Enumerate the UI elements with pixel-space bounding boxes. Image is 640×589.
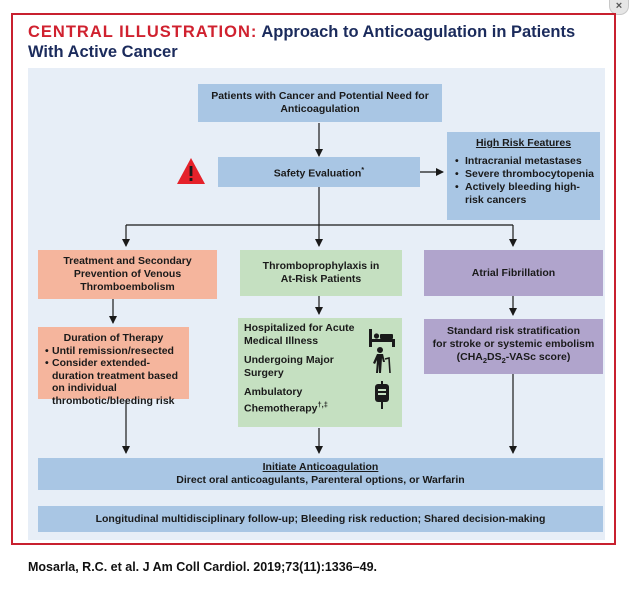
- title-lead: CENTRAL ILLUSTRATION:: [28, 23, 258, 41]
- at-risk-label: Hospitalized for Acute Medical Illness: [244, 322, 355, 347]
- initiate-options: Direct oral anticoagulants, Parenteral o…: [176, 474, 465, 486]
- close-button[interactable]: ×: [609, 0, 629, 15]
- score-part: DS: [487, 351, 502, 364]
- atrial-fibrillation-box: Atrial Fibrillation: [424, 250, 603, 296]
- at-risk-item-chemotherapy: Ambulatory Chemotherapy†,‡: [244, 381, 396, 415]
- safety-evaluation-label: Safety Evaluation*: [274, 163, 364, 181]
- high-risk-features-box: High Risk Features Intracranial metastas…: [447, 132, 600, 220]
- illustration-frame: [11, 13, 616, 545]
- vte-box: Treatment and Secondary Prevention of Ve…: [38, 250, 217, 299]
- followup-text: Longitudinal multidisciplinary follow-up…: [95, 512, 546, 525]
- chemo-footnote-mark: †,‡: [317, 399, 328, 409]
- at-risk-item-surgery: Undergoing Major Surgery: [244, 347, 396, 379]
- duration-title: Duration of Therapy: [63, 332, 164, 344]
- safety-evaluation-box: Safety Evaluation*: [218, 157, 420, 187]
- safety-footnote-mark: *: [361, 165, 365, 175]
- followup-box: Longitudinal multidisciplinary follow-up…: [38, 506, 603, 532]
- at-risk-patients-box: Hospitalized for Acute Medical Illness U…: [238, 318, 402, 427]
- strat-line1: Standard risk stratification: [446, 325, 581, 338]
- atrial-fibrillation-label: Atrial Fibrillation: [471, 266, 556, 279]
- vte-label: Treatment and Secondary Prevention of Ve…: [63, 255, 192, 293]
- strat-line2: for stroke or systemic embolism: [432, 338, 595, 351]
- high-risk-list: Intracranial metastases Severe thrombocy…: [453, 155, 594, 207]
- duration-of-therapy-box: Duration of Therapy Until remission/rese…: [38, 327, 189, 407]
- duration-item: Consider extended-duration treatment bas…: [45, 357, 183, 407]
- warning-icon: [177, 158, 205, 184]
- elderly-person-cane-icon: [373, 347, 391, 374]
- page-title: CENTRAL ILLUSTRATION: Approach to Antico…: [28, 22, 603, 62]
- risk-stratification-text: Standard risk stratification for stroke …: [433, 325, 595, 367]
- score-sub: 2: [482, 356, 488, 366]
- initiate-title: Initiate Anticoagulation: [262, 461, 379, 473]
- safety-label-text: Safety Evaluation: [273, 167, 362, 180]
- patients-box: Patients with Cancer and Potential Need …: [198, 84, 442, 122]
- high-risk-item: Severe thrombocytopenia: [455, 168, 594, 181]
- initiate-anticoagulation-box: Initiate Anticoagulation Direct oral ant…: [38, 458, 603, 490]
- citation: Mosarla, R.C. et al. J Am Coll Cardiol. …: [28, 560, 377, 574]
- at-risk-item-hospitalized: Hospitalized for Acute Medical Illness: [244, 322, 396, 347]
- score-sub: 2: [501, 356, 506, 366]
- score-part: -VASc score): [505, 351, 571, 364]
- iv-bag-icon: [375, 381, 389, 409]
- high-risk-item: Intracranial metastases: [455, 155, 594, 168]
- title-text: Approach to Anticoagulation in Patients …: [28, 23, 576, 61]
- risk-stratification-box: Standard risk stratification for stroke …: [424, 319, 603, 374]
- cha2ds2-vasc-score: (CHA2DS2-VASc score): [456, 351, 571, 366]
- high-risk-title: High Risk Features: [475, 137, 572, 149]
- score-part: (CHA: [456, 351, 483, 364]
- thromboprophylaxis-box: Thromboprophylaxis in At-Risk Patients: [240, 250, 402, 296]
- duration-item: Until remission/resected: [45, 345, 183, 358]
- thromboprophylaxis-label: Thromboprophylaxis in At-Risk Patients: [262, 260, 380, 285]
- patients-box-label: Patients with Cancer and Potential Need …: [211, 90, 429, 115]
- hospital-bed-icon: [369, 329, 395, 347]
- at-risk-label: Ambulatory Chemotherapy: [244, 386, 318, 414]
- at-risk-label: Undergoing Major Surgery: [244, 354, 334, 379]
- duration-list: Until remission/resected Consider extend…: [44, 345, 183, 408]
- high-risk-item: Actively bleeding high-risk cancers: [455, 181, 594, 207]
